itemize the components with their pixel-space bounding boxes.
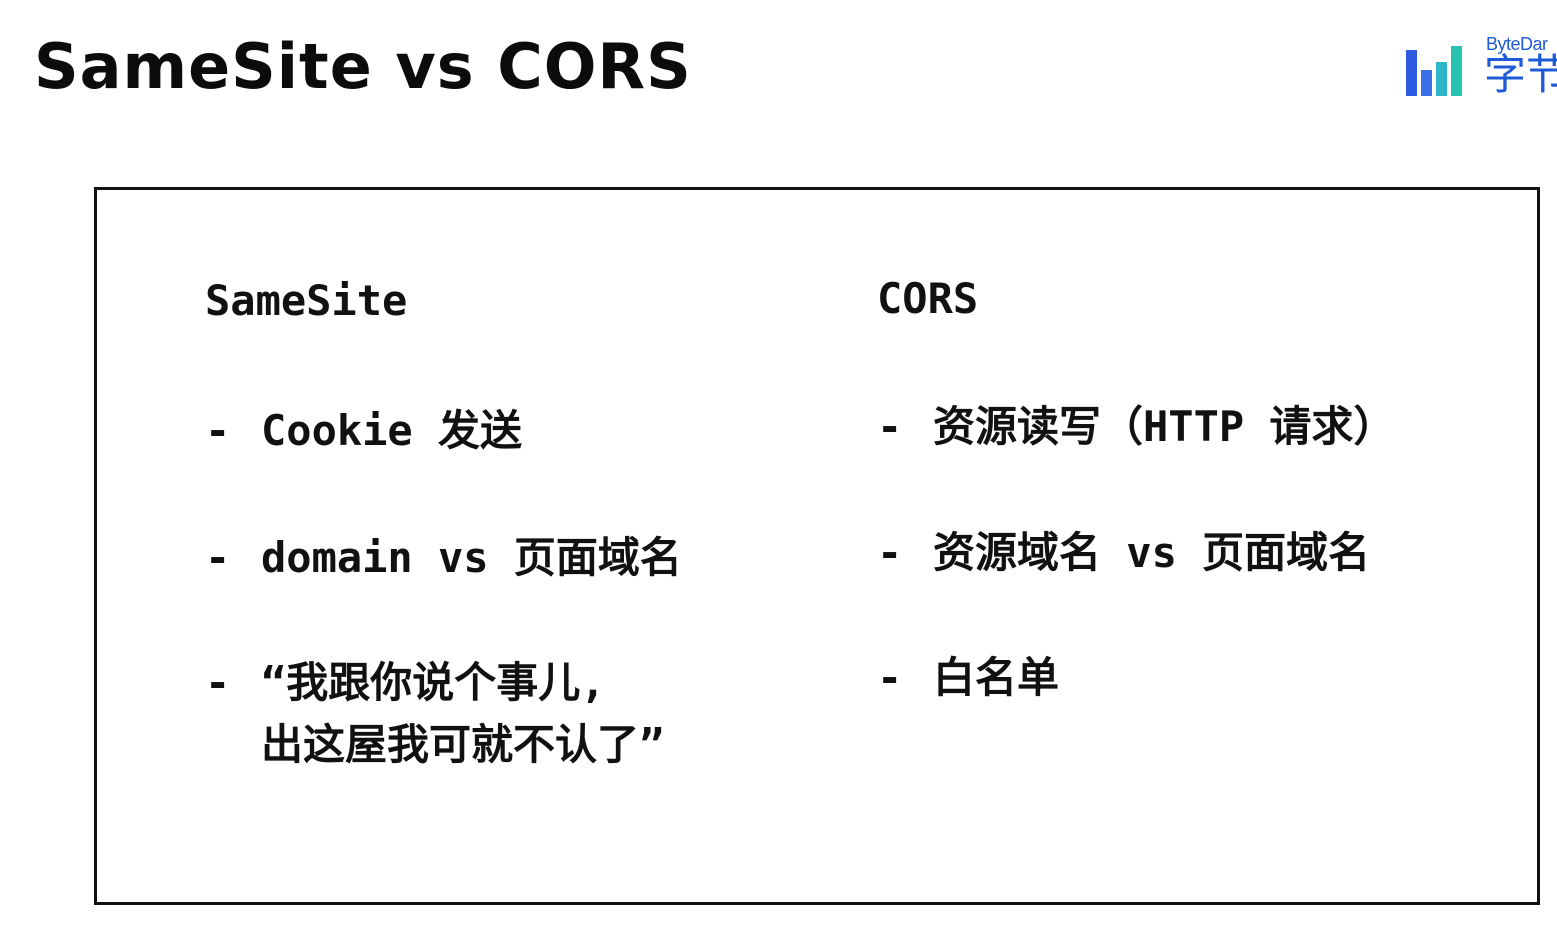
bullet-dash: - [877, 528, 903, 577]
samesite-heading: SameSite [205, 276, 408, 325]
cors-item-resource-rw: - 资源读写（HTTP 请求） [877, 396, 1395, 458]
bullet-dash: - [877, 653, 903, 702]
cors-heading: CORS [877, 274, 979, 323]
samesite-item-text: “我跟你说个事儿, 出这屋我可就不认了” [261, 658, 665, 769]
slide-title: SameSite vs CORS [34, 30, 692, 103]
cors-item-resource-domain: - 资源域名 vs 页面域名 [877, 522, 1370, 584]
bytedance-logo-mark-icon [1406, 46, 1462, 96]
samesite-item-text: Cookie 发送 [261, 406, 523, 455]
bullet-dash: - [205, 406, 231, 455]
bullet-dash: - [205, 658, 231, 707]
bytedance-logo: ByteDar 字节 [1404, 34, 1557, 106]
cors-item-text: 白名单 [933, 653, 1060, 702]
samesite-item-quote: - “我跟你说个事儿, 出这屋我可就不认了” [205, 652, 664, 776]
logo-text-cn: 字节 [1484, 50, 1557, 99]
comparison-box: SameSite - Cookie 发送 - domain vs 页面域名 - … [94, 187, 1540, 905]
samesite-item-text: domain vs 页面域名 [261, 533, 682, 582]
cors-item-text: 资源读写（HTTP 请求） [933, 402, 1396, 451]
cors-item-whitelist: - 白名单 [877, 647, 1059, 709]
logo-text-en: ByteDar [1486, 34, 1548, 54]
bullet-dash: - [877, 402, 903, 451]
cors-item-text: 资源域名 vs 页面域名 [933, 528, 1371, 577]
samesite-item-domain: - domain vs 页面域名 [205, 527, 682, 589]
bullet-dash: - [205, 533, 231, 582]
samesite-item-cookie: - Cookie 发送 [205, 400, 522, 462]
